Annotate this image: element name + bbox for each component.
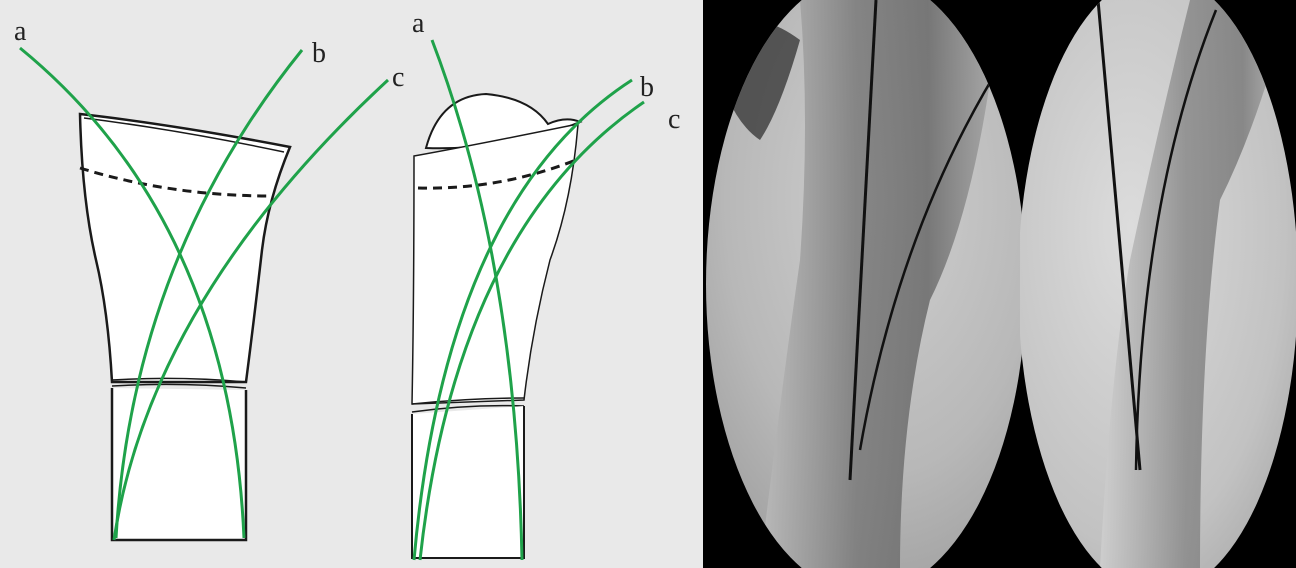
lateral-label-a: a (412, 8, 425, 39)
ap-label-c: c (392, 62, 404, 93)
xray-lateral-icon (1020, 0, 1296, 568)
lateral-shaft (412, 406, 524, 558)
lateral-label-c: c (668, 104, 680, 135)
xray-ap-icon (703, 0, 1033, 568)
lateral-label-b: b (640, 72, 654, 103)
ap-label-b: b (312, 38, 326, 69)
ap-label-a: a (14, 16, 27, 47)
